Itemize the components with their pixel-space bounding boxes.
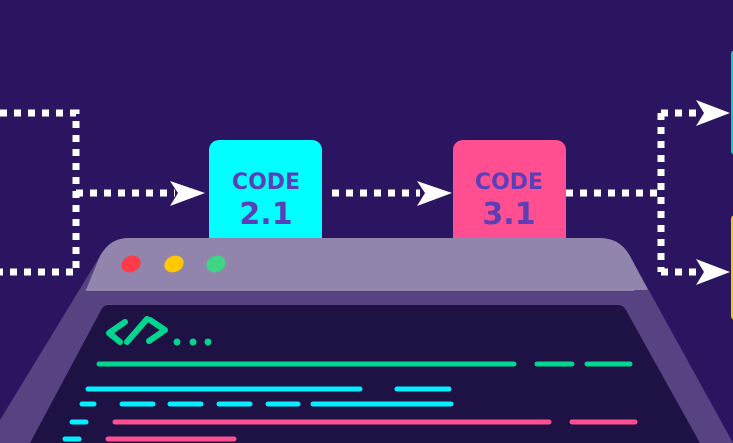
code-box-label: CODE: [232, 170, 300, 195]
code-box-number: 3.1: [482, 197, 535, 232]
code-box-label: CODE: [475, 170, 543, 195]
code-box-number: 2.1: [239, 197, 292, 232]
ellipsis-icon: [173, 338, 212, 346]
code-box-3-1: CODE 3.1: [453, 140, 566, 253]
connector-lines: [0, 109, 700, 276]
screen: [30, 305, 700, 443]
left-connector: [0, 109, 80, 276]
maximize-dot[interactable]: [204, 253, 229, 276]
minimize-dot[interactable]: [162, 253, 187, 276]
code-lines: [62, 361, 638, 442]
close-dot[interactable]: [119, 253, 144, 276]
arrow-right-icon: [696, 100, 730, 126]
code-brackets-icon: [106, 316, 168, 345]
arrow-right-icon: [170, 181, 205, 206]
arrow-right-icon: [696, 259, 730, 285]
title-bar: [86, 238, 648, 290]
arrows: [170, 100, 730, 285]
monitor: [0, 238, 733, 443]
arrow-right-icon: [417, 181, 452, 206]
code-box-2-1: CODE 2.1: [209, 140, 322, 253]
